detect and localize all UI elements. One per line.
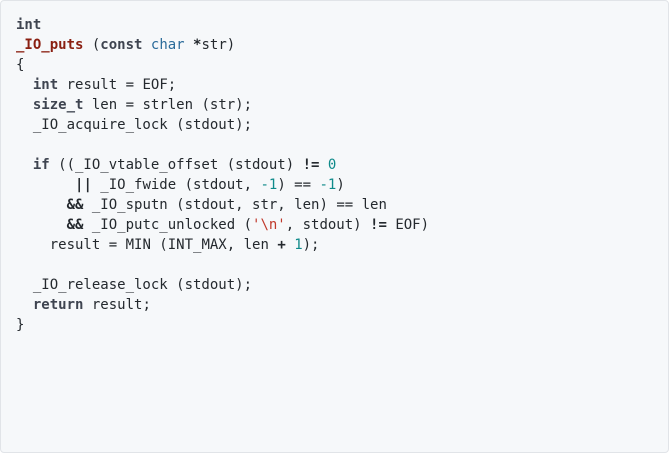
code-token-plain: ( [83,37,101,53]
code-token-plain: } [16,317,25,333]
code-token-plain [16,297,33,313]
code-token-plain: { [16,57,25,73]
code-token-keyword: const [100,37,143,53]
code-token-plain: , stdout) [285,217,371,233]
code-line [16,255,429,275]
code-token-number: 1 [294,237,303,253]
code-token-plain [16,77,33,93]
code-token-plain: == [336,197,354,213]
code-token-type: int [32,77,59,93]
code-token-keyword: if [32,157,50,173]
code-line: && _IO_putc_unlocked ('\n', stdout) != E… [16,215,429,235]
code-token-plain: result; [83,297,151,313]
code-line [16,135,429,155]
code-line: } [16,315,429,335]
code-token-plain: ) [277,177,295,193]
code-token-number: -1 [319,177,337,193]
code-line: int [16,15,429,35]
code-token-plain: result [16,237,109,253]
code-token-type: int [16,17,42,33]
code-token-operator: && [66,197,84,213]
code-token-plain: EOF; [134,77,177,93]
code-token-plain: _IO_fwide (stdout, [91,177,261,193]
code-token-operator: != [302,157,320,173]
code-token-plain: str) [201,37,236,53]
code-token-plain: ); [302,237,320,253]
code-line: _IO_puts (const char *str) [16,35,429,55]
code-token-plain: = [125,97,135,113]
code-token-plain [16,157,33,173]
code-token-operator: + [277,237,286,253]
code-line: result = MIN (INT_MAX, len + 1); [16,235,429,255]
code-token-keyword: return [32,297,84,313]
code-token-plain: strlen (str); [134,97,253,113]
code-token-plain: result [58,77,126,93]
code-line: _IO_acquire_lock (stdout); [16,115,429,135]
code-token-plain: == [294,177,312,193]
code-lines: int _IO_puts (const char *str) { int resul… [16,15,429,335]
code-token-operator: && [66,217,84,233]
code-token-plain: = [125,77,135,93]
code-token-plain [16,197,67,213]
code-token-plain: = [108,237,118,253]
code-line: size_t len = strlen (str); [16,95,429,115]
code-token-plain: _IO_putc_unlocked ( [83,217,253,233]
code-token-number: -1 [260,177,278,193]
code-token-operator: || [75,177,92,193]
code-token-plain [319,157,327,173]
code-token-plain [142,37,150,53]
code-token-string: '\n' [252,217,286,233]
code-token-plain [286,237,294,253]
code-line: && _IO_sputn (stdout, str, len) == len [16,195,429,215]
code-token-plain: EOF) [386,217,430,233]
code-token-plain: MIN (INT_MAX, len [117,237,278,253]
code-token-plain: _IO_sputn (stdout, str, len) [83,197,337,213]
code-token-plain: ((_IO_vtable_offset (stdout) [49,157,303,173]
code-token-plain: len [353,197,387,213]
code-token-type: size_t [32,97,84,113]
code-line: if ((_IO_vtable_offset (stdout) != 0 [16,155,429,175]
code-token-plain [16,177,75,193]
code-line: int result = EOF; [16,75,429,95]
code-token-plain: ) [336,177,345,193]
code-line: return result; [16,295,429,315]
code-token-operator: * [193,37,202,53]
code-token-plain: len [83,97,126,113]
code-line: _IO_release_lock (stdout); [16,275,429,295]
code-token-builtin: char [150,37,185,53]
code-token-plain [185,37,193,53]
code-token-operator: != [370,217,387,233]
code-token-plain [16,217,67,233]
code-line: || _IO_fwide (stdout, -1) == -1) [16,175,429,195]
code-token-number: 0 [327,157,337,173]
code-token-plain: _IO_acquire_lock (stdout); [16,117,253,133]
code-token-funcname: _IO_puts [16,37,84,53]
code-line: { [16,55,429,75]
code-token-plain: _IO_release_lock (stdout); [16,277,253,293]
code-token-plain [16,97,33,113]
